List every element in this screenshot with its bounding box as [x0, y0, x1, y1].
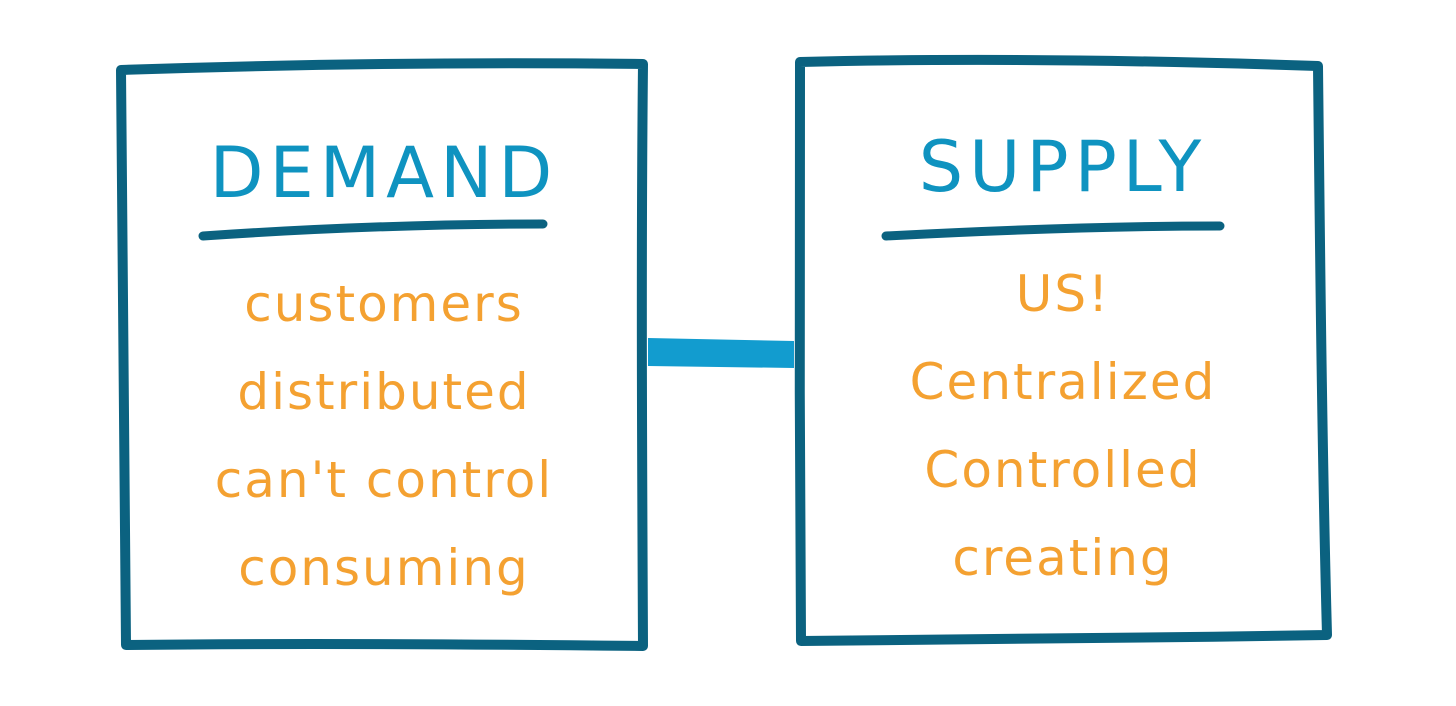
supply-item-centralized: Centralized — [909, 353, 1217, 411]
demand-item-distributed: distributed — [237, 363, 531, 421]
demand-panel: DEMAND customers distributed can't contr… — [128, 72, 640, 642]
demand-item-customers: customers — [244, 275, 524, 333]
supply-panel: SUPPLY US! Centralized Controlled creati… — [803, 64, 1323, 638]
demand-title: DEMAND — [209, 132, 559, 214]
demand-item-cant-control: can't control — [214, 451, 554, 509]
supply-title-underline — [881, 221, 1225, 241]
supply-item-us: US! — [1015, 265, 1111, 323]
supply-box-frame — [794, 54, 1332, 646]
demand-box-frame — [116, 58, 648, 651]
connector-bar — [648, 338, 794, 368]
supply-title: SUPPLY — [918, 126, 1208, 208]
demand-title-underline — [198, 219, 548, 241]
supply-list: US! Centralized Controlled creating — [803, 250, 1323, 602]
supply-item-controlled: Controlled — [924, 441, 1202, 499]
supply-item-creating: creating — [952, 529, 1174, 587]
demand-list: customers distributed can't control cons… — [128, 260, 640, 612]
demand-item-consuming: consuming — [238, 539, 530, 597]
